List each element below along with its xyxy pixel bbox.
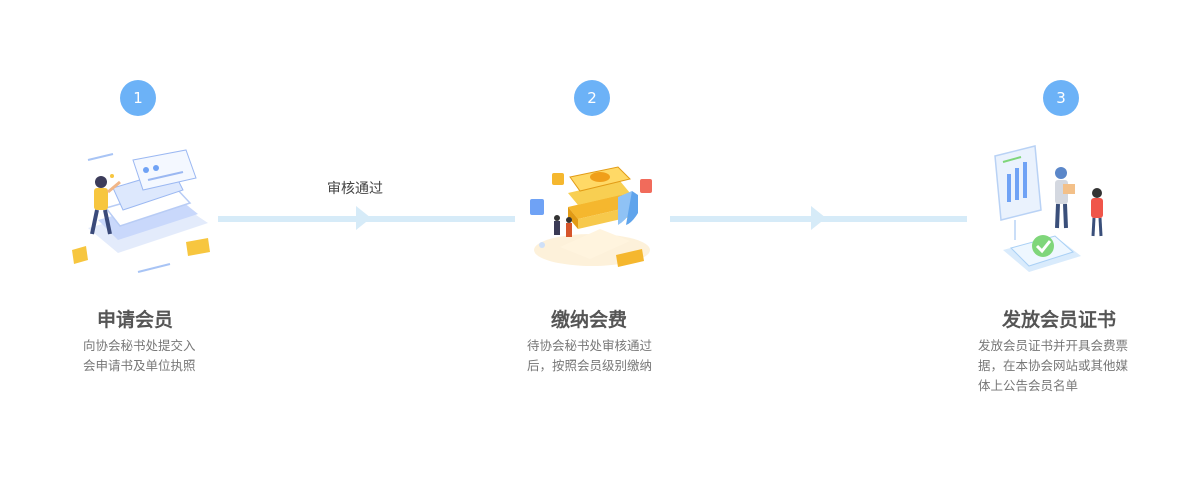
connector-arrow-1 xyxy=(218,206,515,232)
connector-arrow-2 xyxy=(670,206,967,232)
step-1-desc-line: 会申请书及单位执照 xyxy=(83,358,196,373)
step-3-desc-line: 体上公告会员名单 xyxy=(978,378,1079,393)
step-3-badge: 3 xyxy=(1043,80,1079,116)
apply-illustration-icon xyxy=(72,149,210,273)
step-2-badge: 2 xyxy=(574,80,610,116)
connector-label-approved: 审核通过 xyxy=(327,181,383,197)
certificate-illustration-icon xyxy=(994,145,1103,272)
step-2-desc-line: 待协会秘书处审核通过 xyxy=(527,338,653,353)
step-1-badge: 1 xyxy=(120,80,156,116)
step-2-desc-line: 后，按照会员级别缴纳 xyxy=(527,358,653,373)
step-1-title: 申请会员 xyxy=(97,309,174,331)
step-3-desc-line: 发放会员证书并开具会费票 xyxy=(978,338,1129,353)
step-3-title: 发放会员证书 xyxy=(1002,309,1117,331)
step-3-desc-line: 据，在本协会网站或其他媒 xyxy=(978,358,1129,373)
payment-illustration-icon xyxy=(530,166,652,267)
step-2-description: 待协会秘书处审核通过 后，按照会员级别缴纳 xyxy=(527,336,652,376)
step-2-title: 缴纳会费 xyxy=(551,309,628,331)
step-3-description: 发放会员证书并开具会费票 据，在本协会网站或其他媒 体上公告会员名单 xyxy=(978,336,1128,396)
step-1-description: 向协会秘书处提交入 会申请书及单位执照 xyxy=(83,336,196,376)
step-1-desc-line: 向协会秘书处提交入 xyxy=(83,338,196,353)
